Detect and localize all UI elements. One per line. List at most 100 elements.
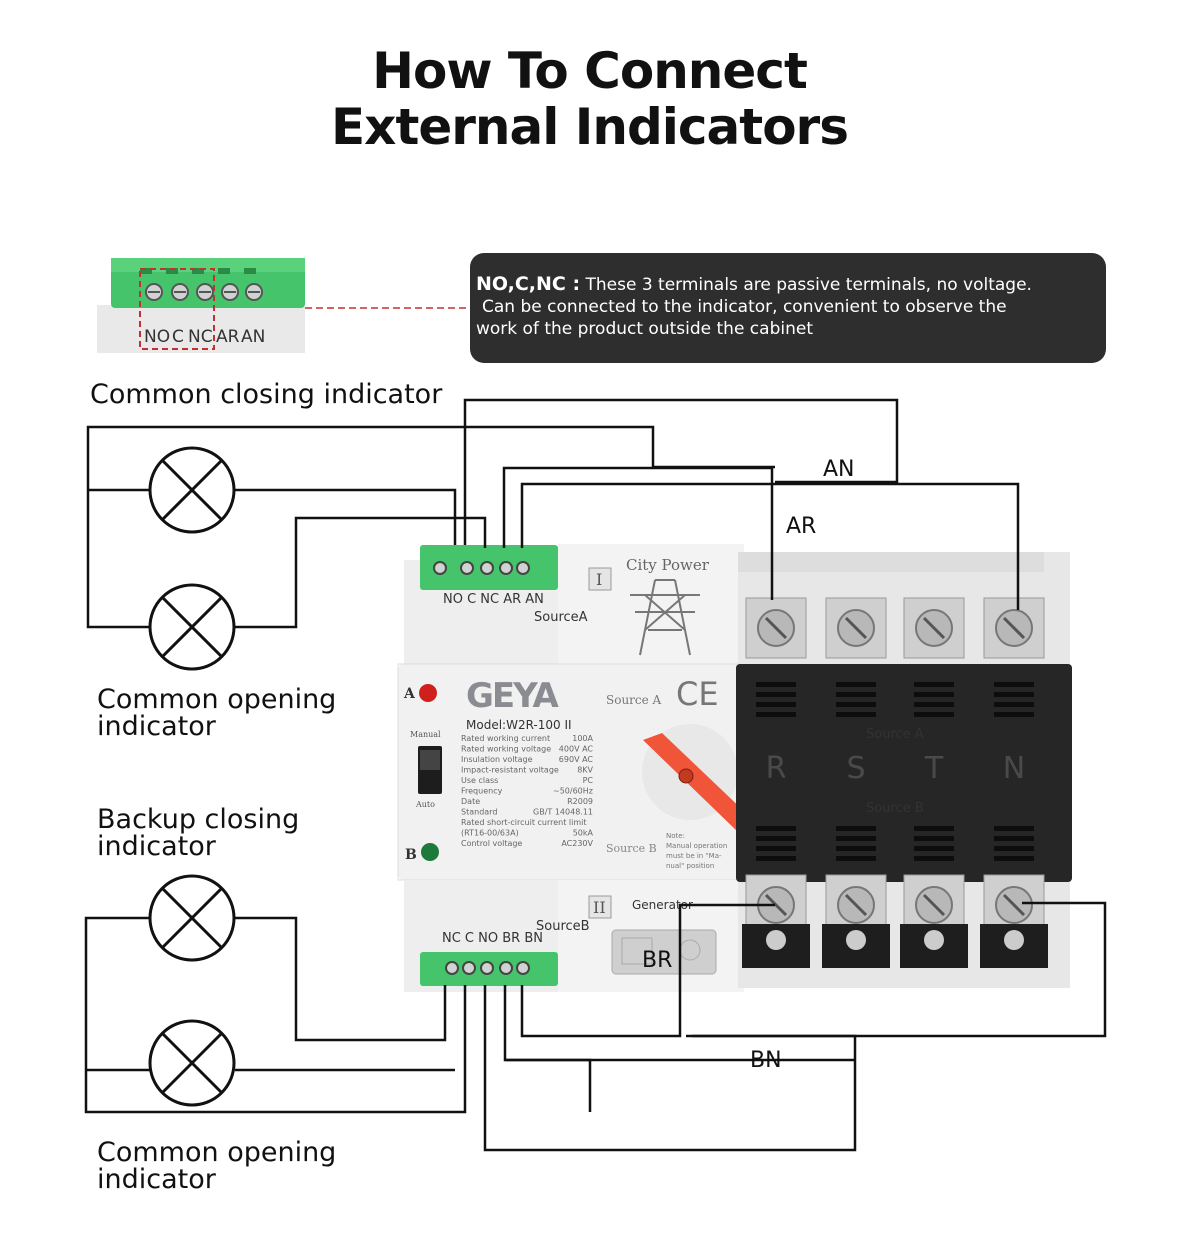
spec-value: 50kA — [573, 829, 594, 838]
vent-slot — [836, 702, 876, 707]
vent-slot — [836, 682, 876, 687]
spec-value: 8KV — [577, 766, 593, 775]
top-terminal-screw — [745, 597, 807, 659]
vent-slot — [836, 846, 876, 851]
vent-slot — [914, 692, 954, 697]
lamp-backup-closing-icon — [148, 874, 236, 962]
tower-icon — [630, 579, 700, 656]
note-line: nual" position — [666, 862, 714, 870]
auto-label: Auto — [415, 800, 435, 809]
vent-slot — [836, 836, 876, 841]
cover-source-b: Source B — [866, 801, 924, 816]
thumb-label-nc: NC — [188, 327, 213, 347]
spec-value: 100A — [572, 734, 593, 743]
spec-name: Control voltage — [461, 839, 522, 848]
lamp-common-opening-top-icon — [148, 583, 236, 671]
label-common-opening-top-1: Common opening — [97, 684, 337, 715]
label-common-opening-bottom-2: indicator — [97, 1164, 216, 1195]
top-terminal-screw — [983, 597, 1045, 659]
terminal-thumbnail: NO C NC AR AN — [97, 258, 470, 353]
spec-value: ~50/60Hz — [553, 787, 593, 796]
spec-name: Frequency — [461, 787, 503, 796]
spec-value: 690V AC — [559, 755, 594, 764]
page-title-line-2: External Indicators — [331, 98, 849, 156]
cover-source-a: Source A — [866, 727, 924, 742]
vent-slot — [994, 826, 1034, 831]
spec-table: Rated working current 100A Rated working v… — [461, 734, 594, 848]
thumb-label-no: NO — [144, 327, 170, 347]
top-terminal-labels: NO C NC AR AN — [443, 592, 544, 607]
spec-name: (RT16-00/63A) — [461, 829, 519, 838]
vent-slot — [756, 856, 796, 861]
ce-mark: CE — [676, 675, 719, 713]
vent-slot — [914, 826, 954, 831]
roman-two-label: II — [593, 898, 606, 917]
phase-letter: N — [1003, 751, 1025, 786]
vent-slot — [914, 856, 954, 861]
pole-cover — [736, 664, 1072, 882]
wire-label-br: BR — [642, 948, 672, 973]
top-terminal-screw — [903, 597, 965, 659]
vent-slot — [994, 856, 1034, 861]
wire-label-ar: AR — [786, 514, 816, 539]
spec-name: Rated short-circuit current limit — [461, 818, 587, 827]
label-common-opening-bottom-1: Common opening — [97, 1137, 337, 1168]
wire-label-an: AN — [823, 457, 855, 482]
label-backup-closing-2: indicator — [97, 831, 216, 862]
wire-label-bn: BN — [750, 1048, 782, 1073]
wiring — [84, 398, 1107, 1152]
rotary-handle[interactable] — [643, 733, 748, 834]
vent-slot — [994, 846, 1034, 851]
label-common-opening-top-2: indicator — [97, 711, 216, 742]
label-common-closing: Common closing indicator — [90, 379, 443, 410]
spec-name: Insulation voltage — [461, 755, 533, 764]
note-line: must be in "Ma- — [666, 852, 722, 860]
top-terminal-screw — [825, 597, 887, 659]
generator-icon — [611, 929, 717, 975]
lamp-common-opening-bottom-icon — [148, 1019, 236, 1107]
thumb-label-an: AN — [241, 327, 265, 347]
top-source-label: SourceA — [534, 610, 588, 625]
spec-name: Use class — [461, 776, 498, 785]
manual-label: Manual — [410, 730, 441, 739]
bottom-source-label: SourceB — [536, 919, 590, 934]
note-line: Manual operation — [666, 842, 727, 850]
spec-value: PC — [583, 776, 594, 785]
vent-slot — [994, 682, 1034, 687]
vent-slot — [914, 846, 954, 851]
vent-slot — [914, 836, 954, 841]
vent-slot — [756, 846, 796, 851]
spec-value: 400V AC — [559, 745, 594, 754]
vent-slot — [836, 692, 876, 697]
generator-label: Generator — [632, 898, 693, 912]
note-line: Note: — [666, 832, 685, 840]
lamp-common-closing-icon — [148, 446, 236, 534]
vent-slot — [836, 856, 876, 861]
source-a-front-label: Source A — [606, 693, 662, 707]
vent-slot — [756, 702, 796, 707]
led-b-label: B — [405, 847, 417, 863]
callout-line-2: Can be connected to the indicator, conve… — [482, 297, 1007, 317]
brand-logo: GEYA — [466, 676, 559, 716]
vent-slot — [756, 826, 796, 831]
source-b-front-label: Source B — [606, 842, 657, 855]
bottom-terminal-labels: NC C NO BR BN — [442, 931, 543, 946]
spec-name: Rated working voltage — [461, 745, 551, 754]
spec-value: AC230V — [561, 839, 593, 848]
note-text: Note: Manual operation must be in "Ma-nual… — [666, 832, 727, 870]
spec-name: Standard — [461, 808, 497, 817]
spec-name: Impact-resistant voltage — [461, 766, 559, 775]
spec-value: R2009 — [567, 797, 593, 806]
spec-name: Rated working current — [461, 734, 550, 743]
roman-one-label: I — [596, 570, 602, 589]
spec-value: GB/T 14048.11 — [533, 808, 593, 817]
phase-letter: S — [846, 751, 865, 786]
vent-slot — [994, 692, 1034, 697]
vent-slot — [756, 712, 796, 717]
vent-slot — [836, 826, 876, 831]
vent-slot — [756, 692, 796, 697]
led-a-label: A — [403, 686, 416, 702]
callout-line-1: These 3 terminals are passive terminals,… — [585, 275, 1032, 295]
vent-slot — [914, 682, 954, 687]
